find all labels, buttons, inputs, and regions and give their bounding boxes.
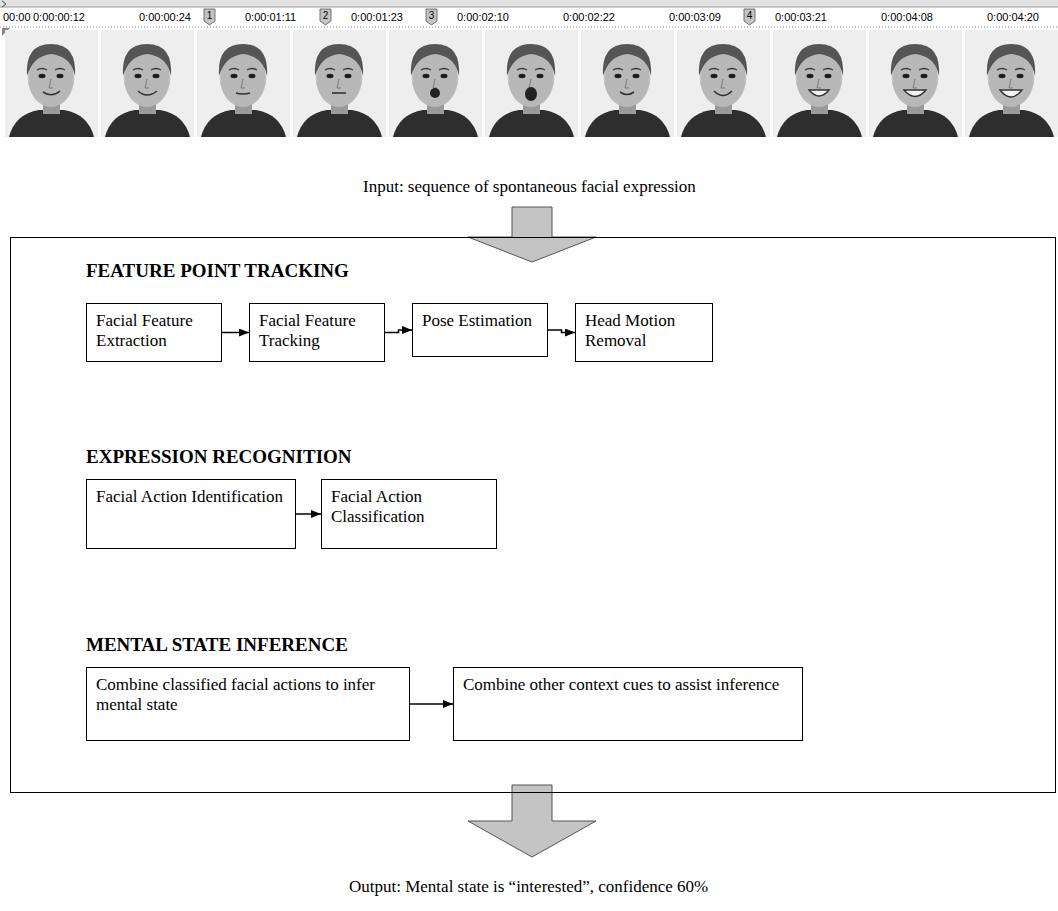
marker-number: 3 — [426, 10, 437, 22]
timestamp: 0:00:02:10 — [457, 11, 509, 24]
timestamp: 0:00:00:24 — [139, 11, 191, 24]
ruler-bar — [0, 0, 1058, 7]
box-label: Combine other context cues to assist inf… — [463, 675, 793, 695]
box-label: Facial Feature Tracking — [259, 311, 375, 352]
timestamp: 0:00:03:21 — [775, 11, 827, 24]
box-label: Facial Feature Extraction — [96, 311, 212, 352]
box-label: Head Motion Removal — [585, 311, 703, 352]
section-heading: MENTAL STATE INFERENCE — [86, 634, 348, 656]
marker-flag — [744, 9, 755, 25]
timestamp: 00:00 — [3, 11, 31, 24]
process-box: Facial Feature Tracking — [249, 303, 385, 362]
video-frame — [869, 30, 962, 137]
video-frame — [773, 30, 866, 137]
video-frame — [581, 30, 674, 137]
flow-connector — [385, 330, 412, 333]
video-frame — [389, 30, 482, 137]
marker-number: 1 — [204, 10, 215, 22]
timestamp: 0:00:01:11 — [245, 11, 296, 24]
video-frame — [5, 30, 98, 137]
video-frame — [677, 30, 770, 137]
video-frame — [293, 30, 386, 137]
process-box: Head Motion Removal — [575, 303, 713, 362]
marker-flag — [320, 9, 331, 25]
marker-number: 2 — [320, 10, 331, 22]
marker-flag — [204, 9, 215, 25]
system-frame: FEATURE POINT TRACKING EXPRESSION RECOGNI… — [10, 237, 1056, 793]
process-box: Facial Action Identification — [86, 479, 296, 549]
output-caption: Output: Mental state is “interested”, co… — [349, 877, 708, 897]
ruler-line — [0, 7, 1058, 8]
flow-arrow — [468, 785, 596, 857]
ruler-chevron — [2, 1, 6, 7]
box-label: Facial Action Classification — [331, 487, 487, 528]
input-caption: Input: sequence of spontaneous facial ex… — [363, 177, 696, 197]
flow-connector — [296, 513, 321, 515]
process-box: Combine classified facial actions to inf… — [86, 667, 410, 741]
process-box: Combine other context cues to assist inf… — [453, 667, 803, 741]
box-label: Pose Estimation — [422, 311, 538, 331]
process-box: Facial Feature Extraction — [86, 303, 222, 362]
box-label: Combine classified facial actions to inf… — [96, 675, 400, 716]
process-box: Pose Estimation — [412, 303, 548, 357]
marker-number: 4 — [744, 10, 755, 22]
video-frame — [965, 30, 1058, 137]
section-heading: FEATURE POINT TRACKING — [86, 260, 349, 282]
process-box: Facial Action Classification — [321, 479, 497, 549]
ruler-ticks — [0, 27, 1058, 28]
timestamp: 0:00:03:09 — [669, 11, 721, 24]
flow-connector — [222, 332, 249, 334]
video-frame — [101, 30, 194, 137]
video-frame — [485, 30, 578, 137]
flow-connector — [410, 703, 453, 705]
flow-connector — [548, 330, 575, 333]
section-heading: EXPRESSION RECOGNITION — [86, 446, 352, 468]
timestamp: 0:00:04:20 — [987, 11, 1039, 24]
timestamp: 0:00:04:08 — [881, 11, 933, 24]
timestamp: 0:00:02:22 — [563, 11, 615, 24]
box-label: Facial Action Identification — [96, 487, 286, 507]
timestamp: 0:00:01:23 — [351, 11, 403, 24]
video-frame — [197, 30, 290, 137]
timestamp: 0:00:00:12 — [33, 11, 85, 24]
flow-arrow — [468, 207, 596, 262]
marker-flag — [426, 9, 437, 25]
